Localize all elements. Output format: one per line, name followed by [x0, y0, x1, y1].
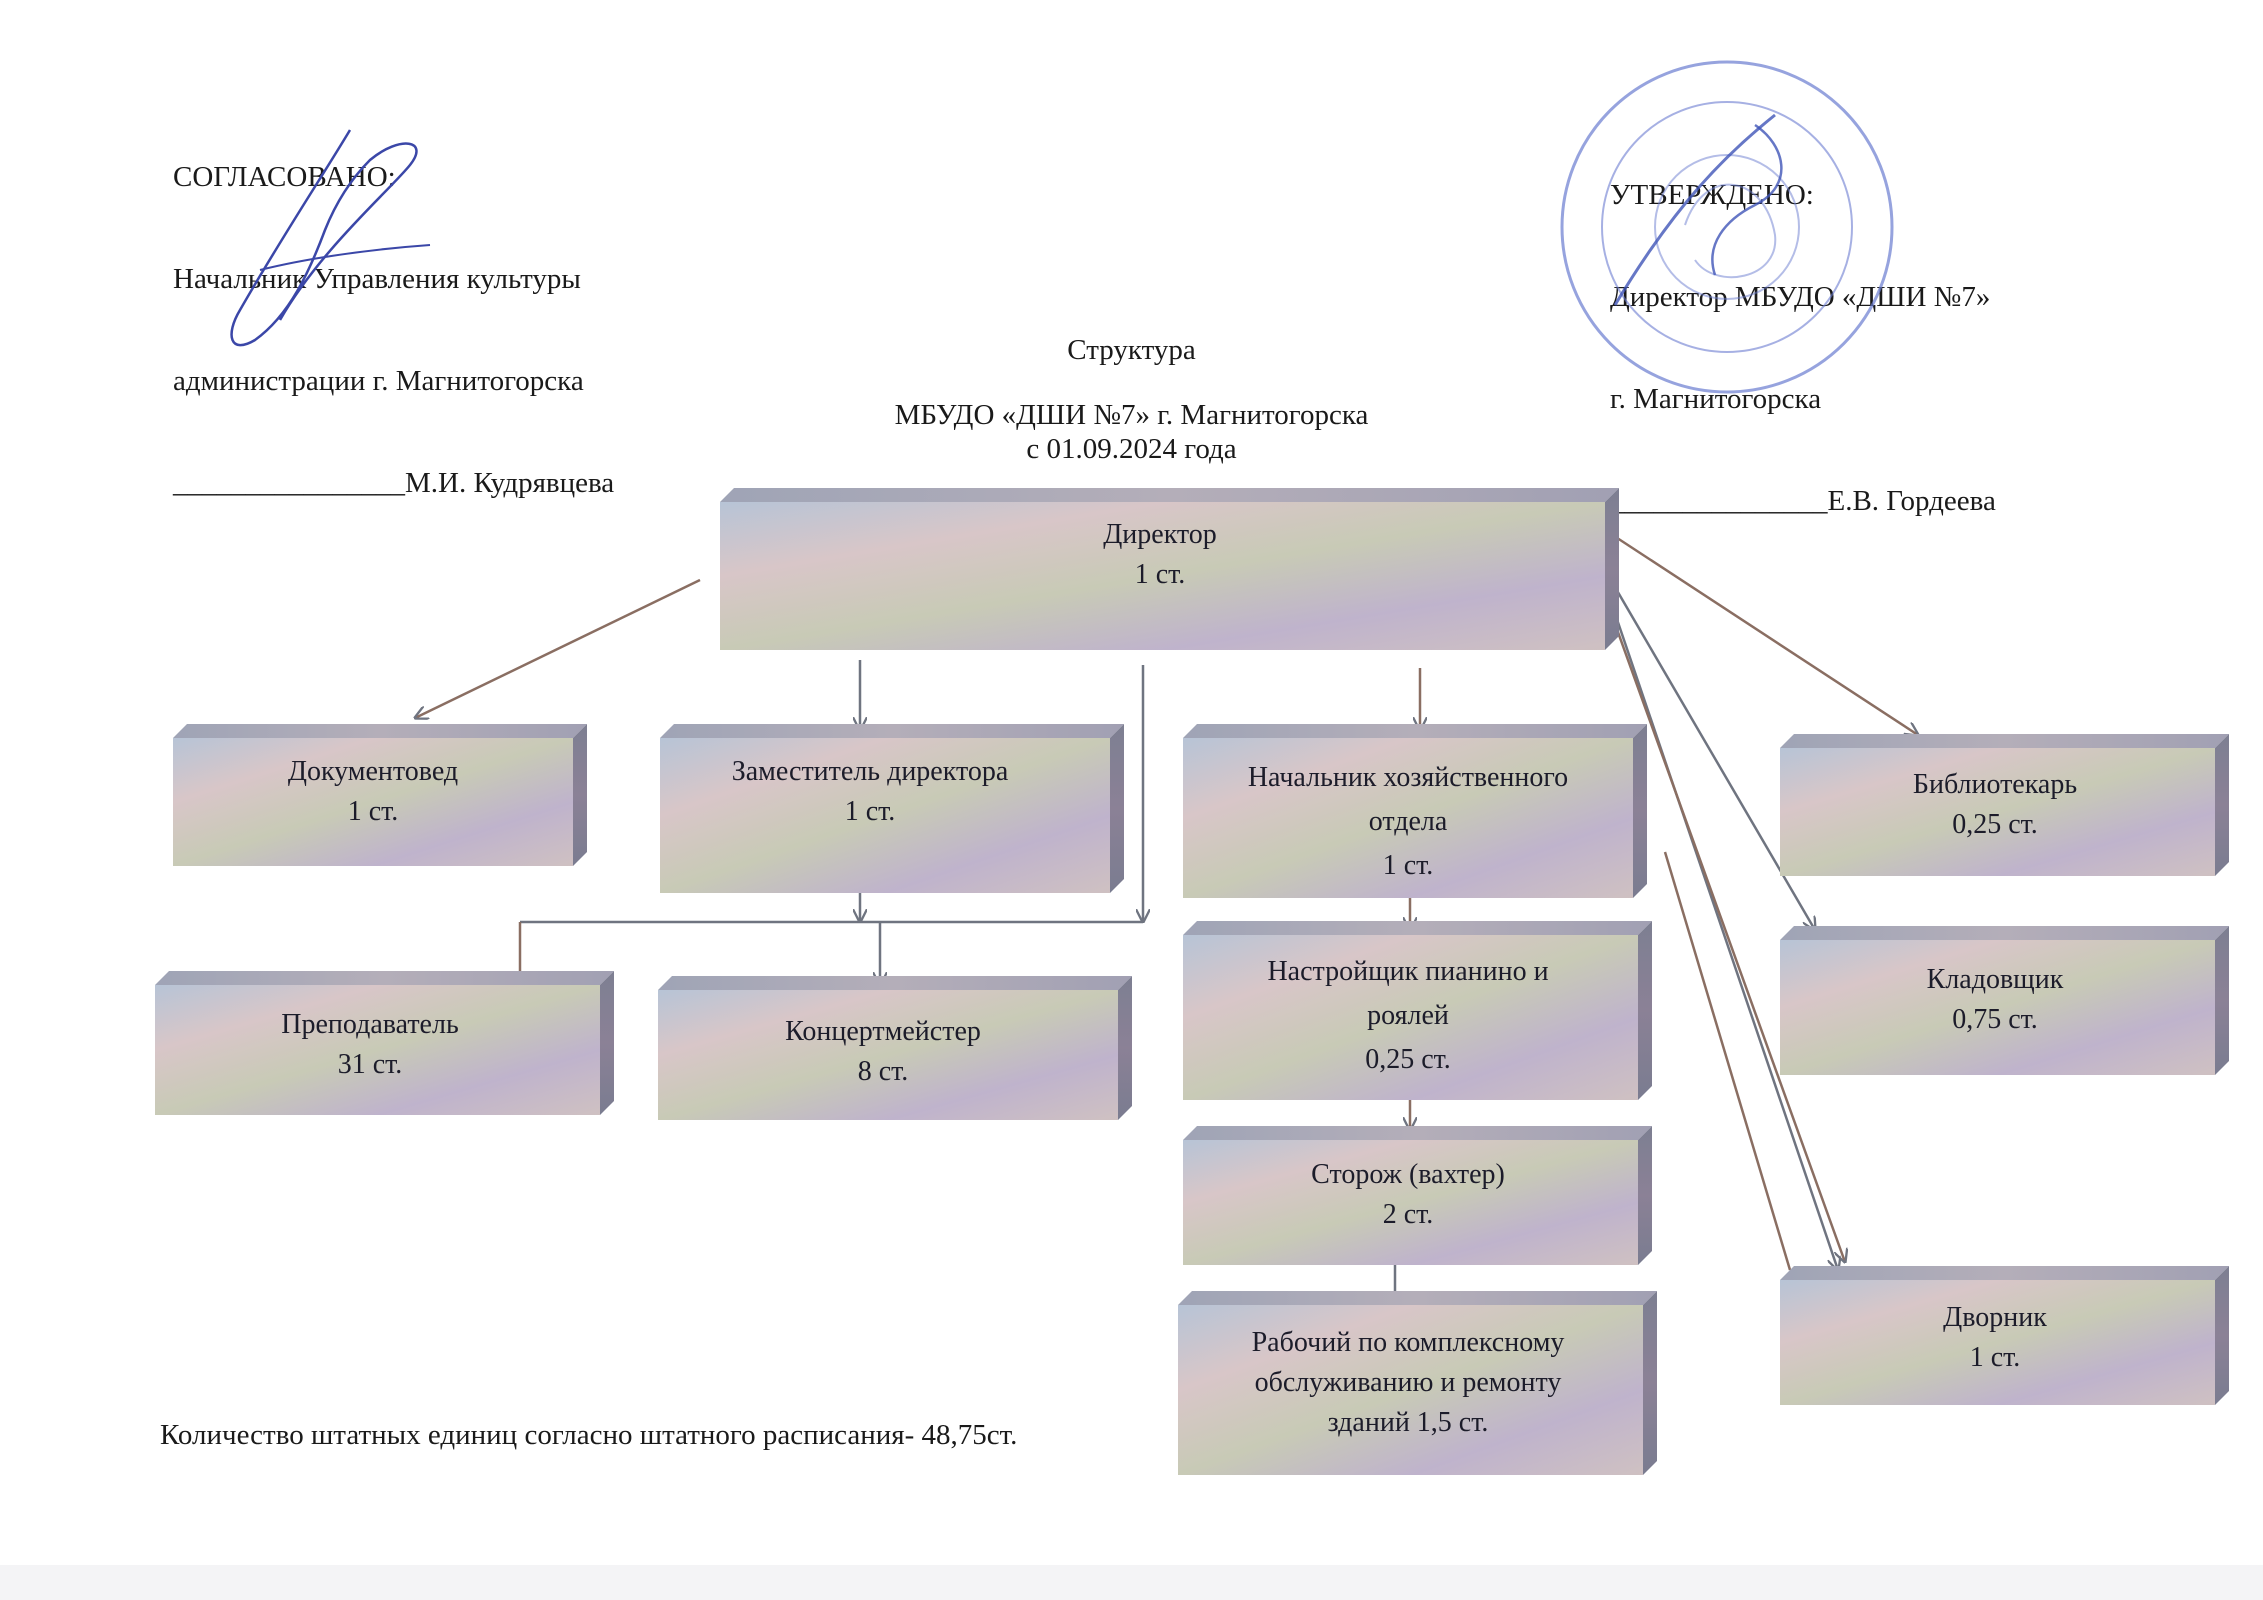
- watchman-title: Сторож (вахтер): [1311, 1159, 1505, 1190]
- box-deputy: Заместитель директора 1 ст.: [660, 752, 1080, 832]
- head-household-rate: 1 ст.: [1382, 850, 1434, 881]
- documentoved-rate: 1 ст.: [347, 796, 399, 827]
- director-title: Директор: [1103, 519, 1217, 550]
- official-stamp: [1560, 60, 1894, 394]
- janitor-rate: 1 ст.: [1969, 1342, 2021, 1373]
- signature-left: [230, 129, 431, 347]
- approval-right-line-4: _______________Е.В. Гордеева: [1610, 485, 1996, 517]
- approval-right-line-1: УТВЕРЖДЕНО:: [1610, 179, 1814, 211]
- approval-left-line-1: СОГЛАСОВАНО:: [173, 161, 396, 193]
- connectors: [415, 530, 1918, 1318]
- director-rate: 1 ст.: [1134, 559, 1186, 590]
- approval-right-line-3: г. Магнитогорска: [1610, 383, 1822, 415]
- box-janitor: Дворник 1 ст.: [1780, 1298, 2210, 1378]
- janitor-title: Дворник: [1943, 1302, 2047, 1333]
- tuner-rate: 0,25 ст.: [1365, 1044, 1451, 1075]
- scan-edge: [0, 1565, 2263, 1600]
- title-line-3: с 01.09.2024 года: [1026, 433, 1237, 465]
- storekeeper-shape: [1780, 926, 2229, 1075]
- deputy-title: Заместитель директора: [731, 756, 1009, 787]
- accompanist-rate: 8 ст.: [857, 1056, 909, 1087]
- storekeeper-rate: 0,75 ст.: [1952, 1004, 2038, 1035]
- teacher-shape: [155, 971, 614, 1115]
- accompanist-shape: [658, 976, 1132, 1120]
- janitor-shape: [1780, 1266, 2229, 1405]
- deputy-rate: 1 ст.: [844, 796, 896, 827]
- staff-total: Количество штатных единиц согласно штатн…: [160, 1419, 1018, 1451]
- head-household-title-2: отдела: [1368, 806, 1448, 837]
- box-accompanist: Концертмейстер 8 ст.: [658, 1012, 1108, 1092]
- worker-title: Рабочий по комплексному: [1251, 1327, 1565, 1358]
- box-teacher: Преподаватель 31 ст.: [155, 1005, 585, 1085]
- worker-title-2: обслуживанию и ремонту: [1254, 1367, 1562, 1398]
- arrow-director-janitor-b: [1608, 609, 1845, 1262]
- head-household-shape: [1183, 724, 1647, 898]
- arrow-director-documentoved: [415, 578, 701, 718]
- head-household-title: Начальник хозяйственного: [1247, 762, 1569, 793]
- diagram-subtitle: МБУДО «ДШИ №7» г. Магнитогорска с 01.09.…: [0, 398, 2263, 466]
- box-head-household: Начальник хозяйственного отдела 1 ст.: [1183, 758, 1633, 886]
- arrow-director-librarian: [1607, 530, 1918, 735]
- tuner-title: Настройщик пианино и: [1267, 956, 1549, 987]
- diagram-title: Структура: [0, 333, 2263, 367]
- tuner-title-2: роялей: [1367, 1000, 1449, 1031]
- box-worker: Рабочий по комплексному обслуживанию и р…: [1183, 1323, 1633, 1443]
- watchman-rate: 2 ст.: [1382, 1199, 1434, 1230]
- teacher-rate: 31 ст.: [337, 1049, 403, 1080]
- box-librarian: Библиотекарь 0,25 ст.: [1780, 765, 2210, 845]
- boxes: [155, 488, 2229, 1475]
- accompanist-title: Концертмейстер: [785, 1016, 981, 1047]
- tuner-shape: [1183, 921, 1652, 1100]
- director-shape: [720, 488, 1619, 650]
- box-watchman: Сторож (вахтер) 2 ст.: [1183, 1155, 1633, 1235]
- worker-rate: зданий 1,5 ст.: [1327, 1407, 1489, 1438]
- teacher-title: Преподаватель: [281, 1009, 459, 1040]
- storekeeper-title: Кладовщик: [1926, 964, 2064, 995]
- title-line-1: Структура: [1067, 334, 1196, 366]
- approval-left-line-4: ________________М.И. Кудрявцева: [173, 467, 615, 499]
- box-storekeeper: Кладовщик 0,75 ст.: [1780, 960, 2210, 1040]
- approval-right: УТВЕРЖДЕНО: Директор МБУДО «ДШИ №7» г. М…: [1610, 110, 1996, 552]
- librarian-rate: 0,25 ст.: [1952, 809, 2038, 840]
- approval-right-line-2: Директор МБУДО «ДШИ №7»: [1610, 281, 1991, 313]
- box-documentoved: Документовед 1 ст.: [173, 752, 573, 832]
- arrow-household-side: [1663, 851, 1792, 1271]
- arrow-director-janitor-a: [1605, 589, 1838, 1270]
- box-director: Директор 1 ст.: [720, 515, 1600, 595]
- librarian-title: Библиотекарь: [1912, 769, 2078, 800]
- worker-shape: [1178, 1291, 1657, 1475]
- approval-left: СОГЛАСОВАНО: Начальник Управления культу…: [173, 92, 614, 534]
- deputy-shape: [660, 724, 1124, 893]
- box-tuner: Настройщик пианино и роялей 0,25 ст.: [1183, 952, 1633, 1080]
- documentoved-shape: [173, 724, 587, 866]
- approval-left-line-2: Начальник Управления культуры: [173, 263, 581, 295]
- watchman-shape: [1183, 1126, 1652, 1265]
- librarian-shape: [1780, 734, 2229, 876]
- documentoved-title: Документовед: [287, 756, 459, 787]
- title-line-2: МБУДО «ДШИ №7» г. Магнитогорска: [894, 399, 1369, 431]
- approval-left-line-3: администрации г. Магнитогорска: [173, 365, 584, 397]
